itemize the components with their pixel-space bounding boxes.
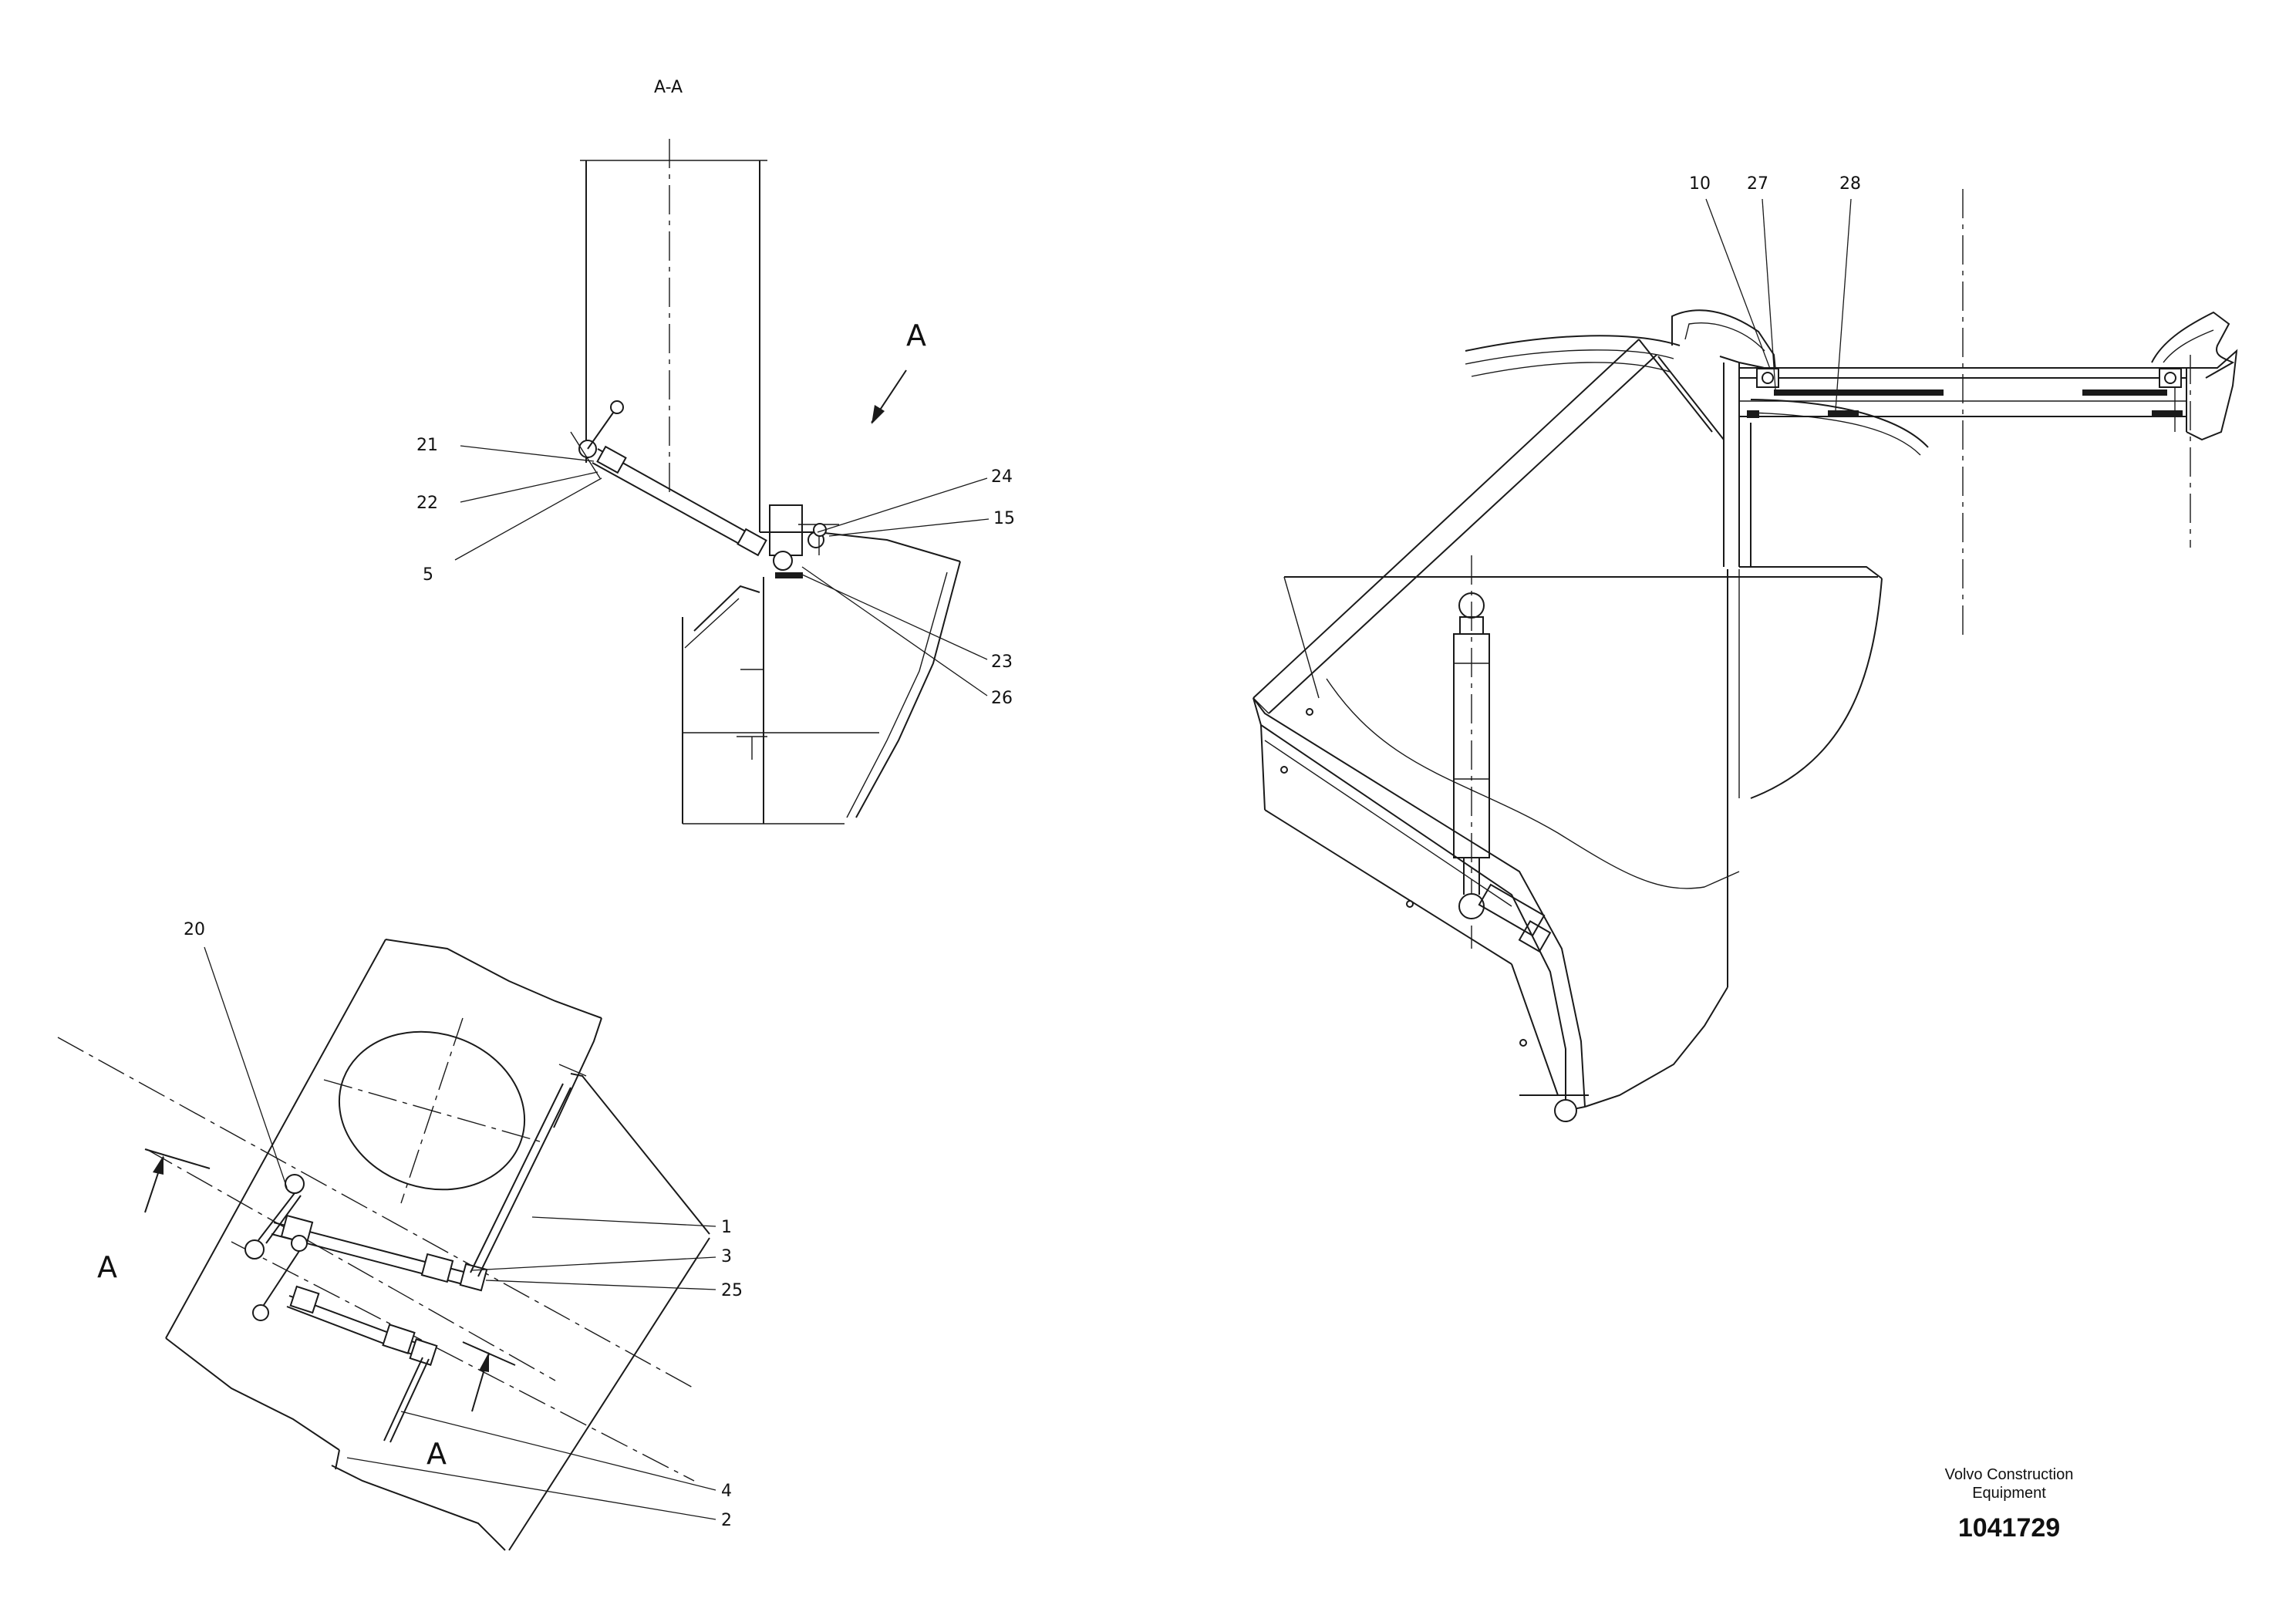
callout-23: 23 (991, 653, 1013, 672)
callout-24: 24 (991, 467, 1013, 487)
title-block: Volvo Construction Equipment (1893, 1465, 2125, 1502)
callout-26: 26 (991, 689, 1013, 708)
side-view: 10 27 28 (1253, 174, 2238, 1122)
callout-25: 25 (721, 1281, 743, 1300)
callout-10: 10 (1689, 174, 1711, 194)
callout-27: 27 (1747, 174, 1768, 194)
callout-4: 4 (721, 1482, 732, 1501)
callout-22: 22 (416, 494, 438, 513)
callout-2: 2 (721, 1511, 732, 1530)
section-title: A-A (654, 78, 683, 97)
plan-view: A A 20 1 3 25 4 2 (57, 920, 743, 1551)
callout-21: 21 (416, 436, 438, 455)
company-name-line2: Equipment (1972, 1485, 2046, 1502)
callout-28: 28 (1839, 174, 1861, 194)
document-number: 1041729 (1957, 1513, 2061, 1543)
view-marker-a-left: A (97, 1250, 117, 1284)
callout-20: 20 (184, 920, 205, 939)
section-view-a-a: A-A A (416, 78, 1015, 824)
view-marker-a-bottom: A (426, 1437, 447, 1471)
view-marker-a-section: A (906, 319, 926, 352)
company-name-line1: Volvo Construction (1944, 1466, 2074, 1483)
callout-5: 5 (423, 565, 433, 585)
callout-15: 15 (993, 509, 1015, 528)
callout-1: 1 (721, 1218, 732, 1237)
callout-3: 3 (721, 1247, 732, 1266)
